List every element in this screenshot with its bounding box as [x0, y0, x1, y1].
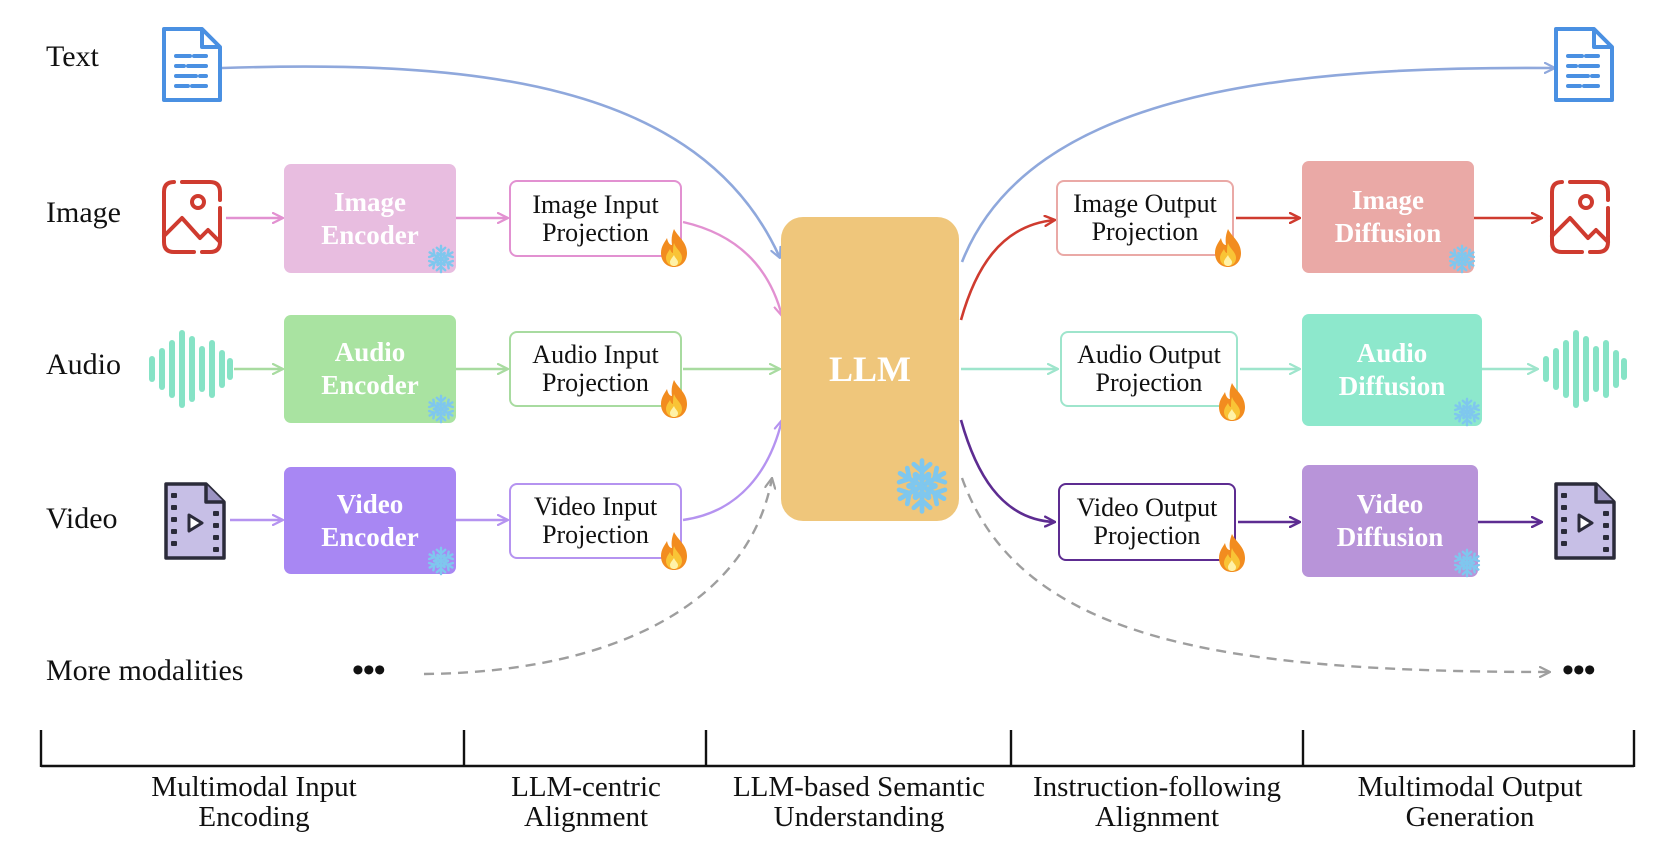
image-encoder-label: Image Encoder [321, 186, 419, 250]
row-label-more: More modalities [46, 654, 244, 687]
video-input-projection-box: Video Input Projection [509, 483, 682, 559]
audio-diffusion-label: Audio Diffusion [1338, 338, 1446, 401]
stage-llm-based-semantic-understanding: LLM-based Semantic Understanding [732, 771, 986, 833]
snowflake-icon [1452, 397, 1482, 427]
llm-to-image-output-arrow [959, 220, 1055, 321]
image-input-projection-label: Image Input Projection [532, 189, 659, 247]
picture-icon [162, 180, 222, 254]
snowflake-icon [426, 244, 456, 274]
image-projection-to-llm-arrow [682, 220, 782, 316]
llm-to-video-output-arrow [959, 419, 1055, 522]
snowflake-icon [1452, 548, 1482, 578]
video-file-icon [164, 482, 226, 560]
text-output-arrow [960, 68, 1555, 263]
video-projection-to-llm-arrow [682, 420, 782, 522]
snowflake-icon [426, 394, 456, 424]
audio-output-projection-label: Audio Output Projection [1077, 340, 1221, 397]
document-icon [1554, 27, 1614, 102]
video-output-projection-box: Video Output Projection [1058, 483, 1236, 561]
stage-multimodal-input-encoding: Multimodal Input Encoding [151, 771, 357, 833]
picture-icon [1550, 180, 1610, 254]
waveform-icon [149, 330, 233, 408]
more-input-ellipsis: ••• [352, 652, 386, 689]
stage-instruction-following-alignment: Instruction-following Alignment [1032, 771, 1282, 833]
video-diffusion-label: Video Diffusion [1336, 489, 1444, 552]
row-label-video: Video [46, 502, 118, 535]
row-label-image: Image [46, 196, 121, 229]
audio-input-projection-box: Audio Input Projection [509, 331, 682, 407]
snowflake-icon [1447, 244, 1477, 274]
image-output-projection-box: Image Output Projection [1056, 180, 1234, 256]
fire-icon [1215, 229, 1241, 267]
fire-icon [661, 229, 687, 267]
llm-label: LLM [828, 349, 911, 389]
stage-timeline [39, 730, 1636, 768]
document-icon [162, 27, 222, 102]
row-label-audio: Audio [46, 348, 121, 381]
fire-icon [661, 380, 687, 418]
text-input-arrow [221, 65, 780, 258]
fire-icon [1219, 383, 1245, 421]
snowflake-icon [893, 457, 951, 515]
video-encoder-label: Video Encoder [321, 488, 419, 552]
more-output-ellipsis: ••• [1562, 652, 1596, 689]
video-input-projection-label: Video Input Projection [533, 492, 658, 549]
image-diffusion-label: Image Diffusion [1334, 185, 1442, 248]
audio-input-projection-label: Audio Input Projection [532, 340, 659, 397]
more-input-arrow [423, 478, 772, 676]
fire-icon [661, 532, 687, 570]
stage-multimodal-output-generation: Multimodal Output Generation [1357, 771, 1583, 833]
image-output-projection-label: Image Output Projection [1073, 189, 1217, 246]
image-input-projection-box: Image Input Projection [509, 180, 682, 257]
audio-output-projection-box: Audio Output Projection [1060, 331, 1238, 407]
audio-encoder-label: Audio Encoder [321, 337, 419, 400]
waveform-icon [1543, 330, 1627, 408]
stage-llm-centric-alignment: LLM-centric Alignment [511, 771, 661, 833]
row-label-text: Text [46, 40, 99, 73]
fire-icon [1219, 534, 1245, 572]
snowflake-icon [426, 546, 456, 576]
video-output-projection-label: Video Output Projection [1076, 493, 1218, 550]
video-file-icon [1554, 482, 1616, 560]
more-output-arrow [960, 477, 1550, 672]
